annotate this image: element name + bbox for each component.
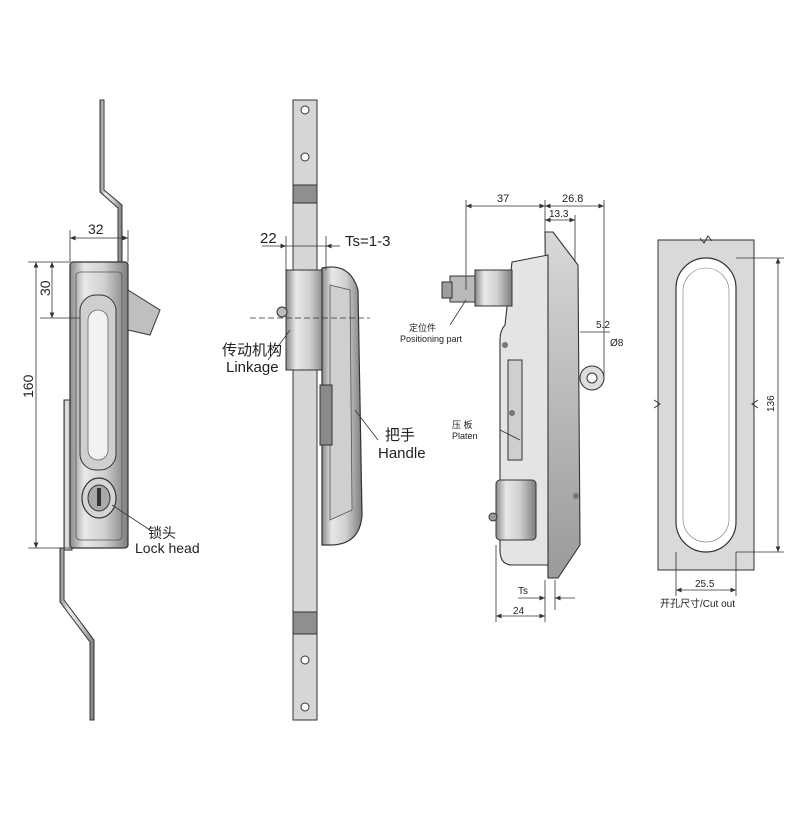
- dim-22: 22: [260, 230, 277, 247]
- label-handle-cn: 把手: [385, 427, 415, 444]
- bezel-plate: [544, 231, 581, 579]
- view-side: [250, 99, 379, 721]
- dim-25-5: 25.5: [695, 579, 715, 590]
- label-platen-en: Platen: [452, 431, 478, 441]
- dim-30: 30: [37, 280, 53, 296]
- dim-13-3: 13.3: [549, 209, 569, 220]
- dim-ts-range: Ts=1-3: [345, 233, 390, 250]
- platen: [507, 359, 523, 461]
- dim-160: 160: [20, 374, 36, 398]
- view-cutout: [653, 235, 784, 596]
- positioning-boss: [474, 269, 513, 307]
- label-handle-en: Handle: [378, 445, 426, 462]
- bar-hole: [300, 105, 310, 115]
- lower-block: [495, 479, 537, 541]
- label-lock-head-en: Lock head: [135, 540, 200, 556]
- side-tab: [127, 289, 161, 336]
- label-positioning-cn: 定位件: [409, 322, 436, 333]
- label-cutout: 开孔尺寸/Cut out: [660, 597, 735, 610]
- label-linkage-en: Linkage: [226, 359, 279, 376]
- dim-37: 37: [497, 193, 509, 205]
- dim-32: 32: [88, 221, 104, 237]
- label-lock-head-cn: 锁头: [148, 525, 176, 541]
- cutout-slot: [675, 257, 737, 553]
- view-section: [441, 200, 610, 622]
- dim-ts: Ts: [518, 586, 528, 597]
- rod-bottom: [59, 547, 95, 721]
- bar-hole: [300, 702, 310, 712]
- dim-26-8: 26.8: [562, 193, 583, 205]
- bar-hole: [300, 655, 310, 665]
- linkage-block: [285, 269, 327, 371]
- dim-24: 24: [513, 606, 525, 617]
- dim-dia-8: Ø8: [610, 338, 624, 349]
- rod-top: [99, 99, 123, 269]
- dim-5-2: 5.2: [596, 320, 610, 331]
- dim-136: 136: [766, 395, 777, 412]
- label-platen-cn: 压 板: [452, 419, 473, 430]
- view-front: [28, 99, 161, 721]
- bar-hole: [300, 152, 310, 162]
- label-linkage-cn: 传动机构: [222, 342, 282, 359]
- label-positioning-en: Positioning part: [400, 334, 463, 344]
